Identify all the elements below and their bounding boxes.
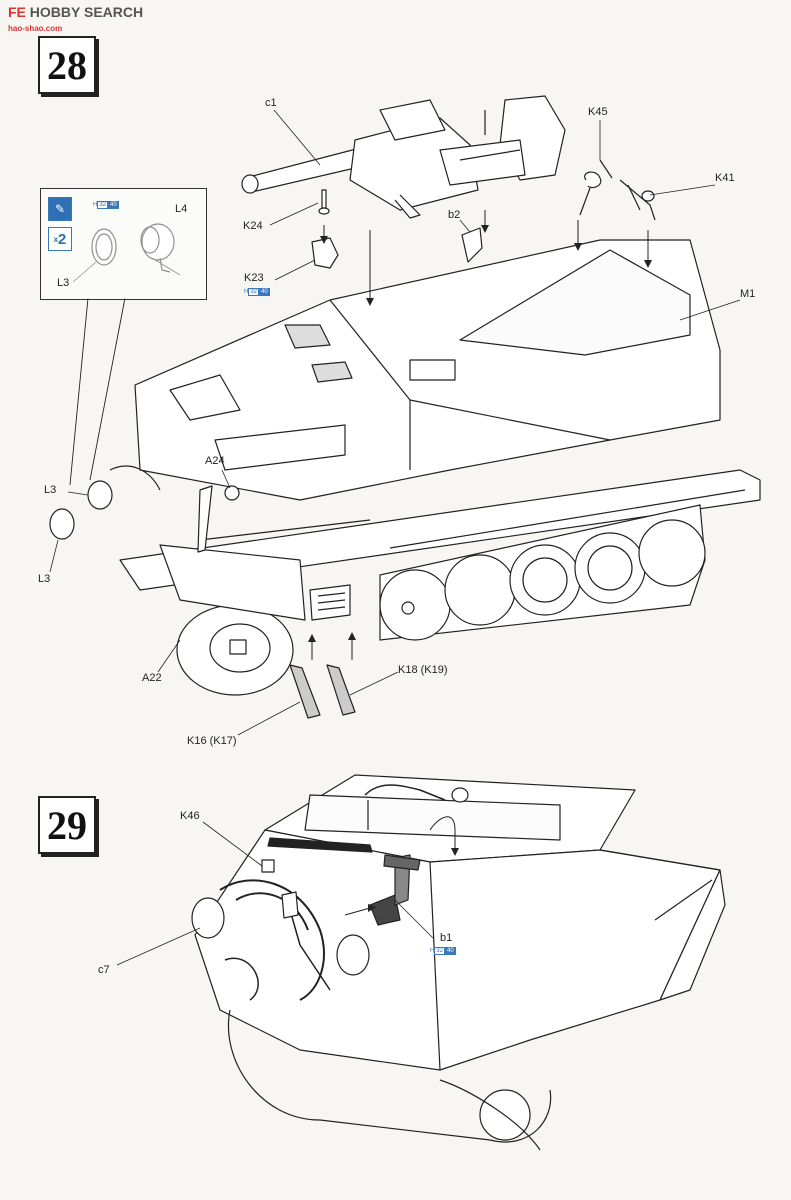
label-c7: c7	[98, 964, 110, 976]
label-k16: K16 (K17)	[187, 735, 237, 747]
paint-brush-icon: ✎	[48, 197, 72, 221]
running-gear-step28	[159, 504, 706, 696]
watermark-url: hao-shao.com	[8, 24, 63, 33]
gun-c1-drawing	[241, 95, 566, 219]
label-a22: A22	[142, 672, 162, 684]
label-b2: b2	[448, 209, 461, 221]
multiplier-prefix: x	[53, 234, 59, 244]
hull-m1-drawing	[134, 239, 721, 501]
label-k46: K46	[180, 810, 200, 822]
label-k45: K45	[588, 106, 608, 118]
multiplier-value: 2	[58, 230, 67, 248]
watermark-text: HOBBY SEARCH	[29, 4, 144, 20]
label-a24: A24	[205, 455, 225, 467]
label-k41: K41	[715, 172, 735, 184]
label-b1: b1	[440, 932, 453, 944]
label-c1: c1	[265, 97, 277, 109]
hull-rear-step29	[191, 774, 726, 1151]
label-l3-upper: L3	[44, 484, 57, 496]
label-k18: K18 (K19)	[398, 664, 448, 676]
label-l4: L4	[175, 203, 188, 215]
watermark-logo: FE	[8, 4, 26, 20]
watermark: FE HOBBY SEARCH hao-shao.com	[8, 4, 144, 33]
step-28-number: 28	[38, 36, 96, 94]
step-29-number: 29	[38, 796, 96, 854]
label-m1: M1	[740, 288, 756, 300]
label-l3-inset: L3	[57, 277, 70, 289]
label-l3-lower: L3	[38, 573, 51, 585]
label-k23: K23	[244, 272, 264, 284]
label-k24: K24	[243, 220, 263, 232]
